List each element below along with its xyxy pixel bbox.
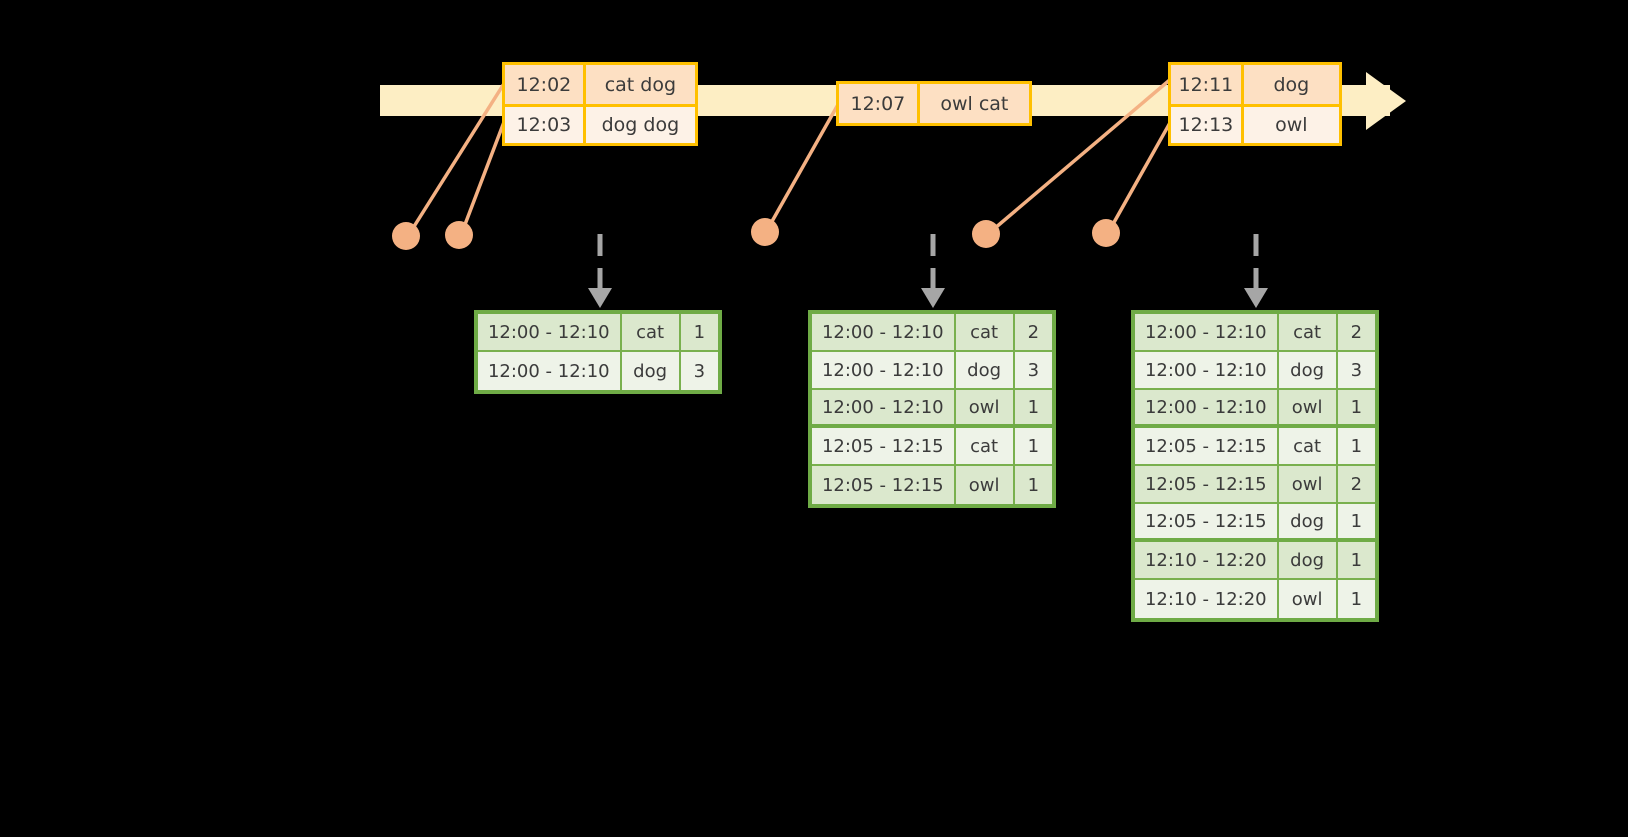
word-cell: owl: [1279, 466, 1338, 502]
word-cell: cat: [1279, 428, 1338, 464]
event-time: 12:13: [1171, 107, 1244, 143]
window-cell: 12:10 - 12:20: [1135, 580, 1279, 618]
word-cell: cat: [622, 314, 681, 350]
count-cell: 1: [1350, 588, 1363, 610]
window-cell: 12:00 - 12:10: [1135, 314, 1279, 350]
count-cell: 2: [1027, 321, 1040, 343]
window-cell: 12:00 - 12:10: [478, 352, 622, 390]
connector-line-2: [459, 121, 506, 236]
word-cell: cat: [956, 314, 1015, 350]
word-cell: dog: [1279, 352, 1338, 388]
event-words: dog: [1273, 73, 1310, 96]
count-cell: 1: [1027, 435, 1040, 457]
word-cell: dog: [1279, 542, 1338, 578]
event-row: 12:03 dog dog: [505, 104, 695, 143]
count-cell: 2: [1350, 473, 1363, 495]
window-cell: 12:05 - 12:15: [1135, 504, 1279, 538]
word-cell: cat: [1279, 314, 1338, 350]
event-words: cat dog: [604, 73, 677, 96]
connector-dot-3: [751, 218, 779, 246]
window-cell: 12:00 - 12:10: [478, 314, 622, 350]
dashed-arrow-table-2: [921, 234, 945, 308]
event-time: 12:03: [505, 107, 586, 143]
word-cell: owl: [956, 390, 1015, 424]
event-words: owl: [1275, 114, 1308, 136]
count-cell: 2: [1350, 321, 1363, 343]
count-cell: 1: [1350, 396, 1363, 418]
event-box-3: 12:11 dog 12:13 owl: [1168, 62, 1342, 146]
event-words: dog dog: [601, 114, 680, 136]
connector-dot-1: [392, 222, 420, 250]
event-time: 12:11: [1171, 65, 1244, 104]
dashed-arrow-table-3: [1244, 234, 1268, 308]
count-cell: 1: [693, 321, 706, 343]
event-time: 12:07: [839, 84, 920, 123]
window-cell: 12:00 - 12:10: [812, 314, 956, 350]
window-cell: 12:00 - 12:10: [812, 390, 956, 424]
word-cell: owl: [956, 466, 1015, 504]
window-cell: 12:05 - 12:15: [812, 466, 956, 504]
event-row: 12:13 owl: [1171, 104, 1339, 143]
window-cell: 12:05 - 12:15: [812, 428, 956, 464]
word-cell: owl: [1279, 390, 1338, 424]
dashed-arrow-table-1: [588, 234, 612, 308]
event-row: 12:07 owl cat: [839, 84, 1029, 123]
event-row: 12:02 cat dog: [505, 65, 695, 104]
connector-dot-4: [972, 220, 1000, 248]
window-cell: 12:05 - 12:15: [1135, 466, 1279, 502]
window-cell: 12:00 - 12:10: [1135, 390, 1279, 424]
word-cell: owl: [1279, 580, 1338, 618]
event-time: 12:02: [505, 65, 586, 104]
event-words: owl cat: [940, 92, 1009, 115]
event-row: 12:11 dog: [1171, 65, 1339, 104]
event-box-2: 12:07 owl cat: [836, 81, 1032, 126]
window-cell: 12:00 - 12:10: [1135, 352, 1279, 388]
connector-line-5: [1106, 120, 1173, 234]
window-cell: 12:10 - 12:20: [1135, 542, 1279, 578]
count-cell: 3: [1350, 359, 1363, 381]
count-cell: 3: [1027, 359, 1040, 381]
count-cell: 1: [1350, 435, 1363, 457]
word-cell: cat: [956, 428, 1015, 464]
connector-dot-2: [445, 221, 473, 249]
window-cell: 12:05 - 12:15: [1135, 428, 1279, 464]
count-cell: 1: [1027, 396, 1040, 418]
window-cell: 12:00 - 12:10: [812, 352, 956, 388]
count-cell: 3: [693, 360, 706, 382]
count-cell: 1: [1350, 510, 1363, 532]
word-cell: dog: [956, 352, 1015, 388]
event-box-1: 12:02 cat dog 12:03 dog dog: [502, 62, 698, 146]
connector-dot-5: [1092, 219, 1120, 247]
word-cell: dog: [1279, 504, 1338, 538]
word-cell: dog: [622, 352, 681, 390]
count-cell: 1: [1350, 549, 1363, 571]
count-cell: 1: [1027, 474, 1040, 496]
connector-line-3: [764, 100, 842, 233]
timeline-arrowhead-icon: [1366, 72, 1406, 130]
